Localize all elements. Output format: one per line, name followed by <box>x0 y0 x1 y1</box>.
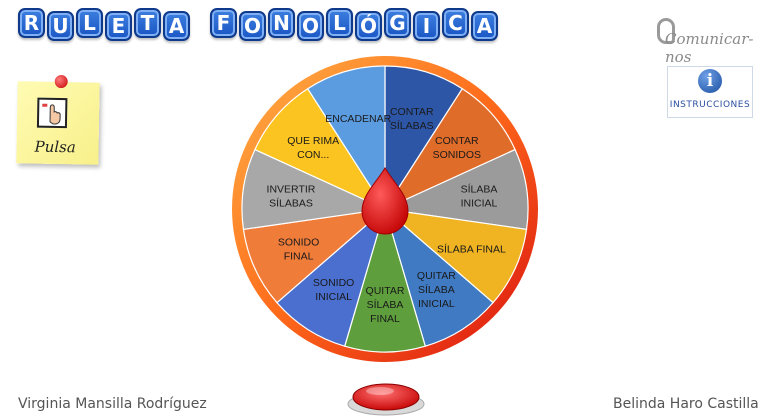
wheel-segment-label: SÍLABAS <box>390 119 434 132</box>
title-letter-tile: L <box>326 8 353 38</box>
wheel-segment-label: SÍLABA <box>461 182 498 195</box>
wheel-segment <box>382 148 529 231</box>
comunicar-logo: Comunicar-nos <box>655 16 765 66</box>
wheel-segment <box>242 208 387 304</box>
title-letter-tile: R <box>18 8 45 38</box>
title-letter-tile: N <box>268 8 295 38</box>
wheel-segment-label: QUITAR <box>417 270 456 282</box>
wheel-segment <box>383 87 516 211</box>
wheel-segment-label: SÍLABA <box>367 298 404 311</box>
wheel-segment-label: SONIDO <box>313 277 354 289</box>
wheel-segment-label: SÍLABA FINAL <box>437 242 506 255</box>
wheel-segment-label: INICIAL <box>461 197 498 209</box>
logo-text: Comunicar-nos <box>665 30 754 66</box>
wheel-segment-label: CONTAR <box>390 106 434 118</box>
title-letter-tile: E <box>105 11 132 41</box>
info-icon: i <box>698 69 722 93</box>
spin-button[interactable] <box>346 378 426 416</box>
wheel-segment <box>241 148 388 231</box>
wheel-segment-label: ENCADENAR <box>325 113 391 125</box>
title-letter-tile: A <box>163 11 190 41</box>
wheel-segment-label: QUITAR <box>366 285 405 297</box>
title-letter-tile: Ó <box>355 11 382 41</box>
wheel-segment-label: SÍLABA <box>418 283 455 296</box>
wheel-segment <box>384 65 464 212</box>
wheel-segment-label: QUE RIMA <box>287 135 339 147</box>
pointing-hand-icon <box>36 97 68 129</box>
wheel-segment-label: CONTAR <box>435 135 479 147</box>
wheel-segment-label: SONIDO <box>278 236 319 248</box>
wheel-segment <box>383 207 494 347</box>
title-letter-tile: O <box>239 11 266 41</box>
wheel-segment <box>254 87 387 211</box>
wheel-segment-label: FINAL <box>284 250 314 262</box>
title-letter-tile: G <box>384 8 411 38</box>
wheel-segment <box>383 208 528 304</box>
pointer-drop-icon <box>361 167 409 235</box>
title-letter-tile: O <box>297 11 324 41</box>
wheel-segment-label: CON... <box>297 149 329 161</box>
title-letter-tile: L <box>76 8 103 38</box>
title-letter-tile: A <box>471 11 498 41</box>
title-letter-tile: T <box>134 8 161 38</box>
title-letter-tile: F <box>210 8 237 38</box>
instructions-label: INSTRUCCIONES <box>669 100 751 110</box>
title-letter-tile: C <box>442 8 469 38</box>
wheel-segment <box>343 206 427 353</box>
ear-icon <box>657 18 675 44</box>
title-letter-tile: I <box>413 11 440 41</box>
wheel-segment-label: INICIAL <box>418 298 455 310</box>
wheel-segment-label: SONIDOS <box>433 149 481 161</box>
wheel-segment <box>276 207 387 347</box>
wheel-segment-label: INICIAL <box>315 291 352 303</box>
wheel-segment <box>306 65 386 212</box>
author-right: Belinda Haro Castilla <box>613 396 759 412</box>
wheel-segment-label: INVERTIR <box>267 183 316 195</box>
pulsa-button[interactable]: Pulsa <box>16 74 100 165</box>
author-left: Virginia Mansilla Rodríguez <box>18 396 207 412</box>
title-letter-tile: U <box>47 11 74 41</box>
instructions-button[interactable]: i INSTRUCCIONES <box>667 66 753 118</box>
wheel-segment-label: SÍLABAS <box>269 196 313 209</box>
wheel-segment-label: FINAL <box>370 313 400 325</box>
